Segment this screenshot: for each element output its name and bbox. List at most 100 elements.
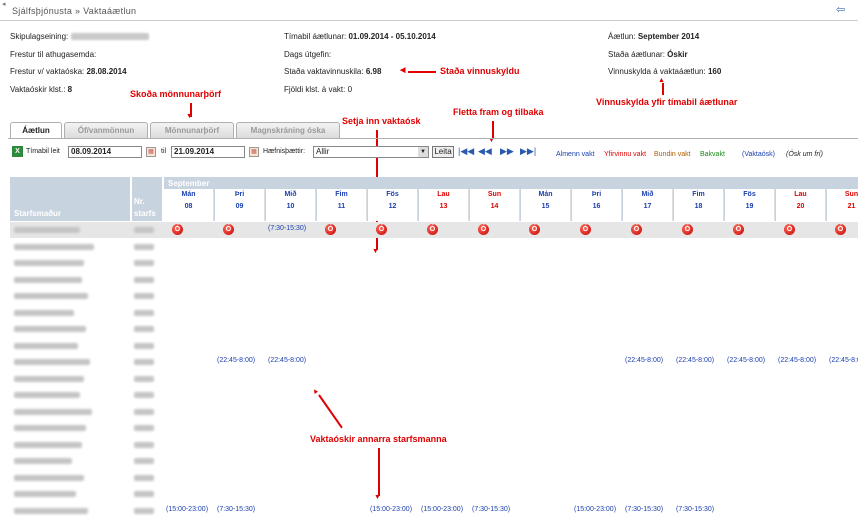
- employee-number-redacted: [134, 375, 154, 382]
- day-number: 09: [235, 203, 244, 210]
- no-entry-icon[interactable]: Ó: [835, 224, 846, 235]
- last-page-icon[interactable]: ▶▶|: [520, 146, 537, 156]
- no-entry-icon[interactable]: Ó: [784, 224, 795, 235]
- no-entry-icon[interactable]: Ó: [733, 224, 744, 235]
- shift-request[interactable]: (22:45-8:00): [268, 357, 307, 364]
- day-number: 20: [796, 203, 805, 210]
- shift-request[interactable]: (7:30-15:30): [625, 505, 664, 513]
- shift-request[interactable]: (7:30-15:30): [472, 505, 511, 513]
- employee-number-redacted: [134, 425, 154, 431]
- employee-name-redacted: [14, 474, 84, 481]
- day-name: Fös: [386, 191, 399, 198]
- tab-over-under-staffing[interactable]: Óf/vanmönnun: [64, 122, 148, 138]
- no-entry-icon[interactable]: Ó: [427, 224, 438, 235]
- table-row: [10, 453, 858, 469]
- staffing-arrow-head: ▼: [186, 113, 193, 120]
- employee-number-redacted: [134, 243, 154, 250]
- day-number: 08: [184, 203, 193, 210]
- day-number: 21: [847, 203, 856, 210]
- to-date-input[interactable]: 21.09.2014: [171, 146, 245, 158]
- excel-export-icon[interactable]: X: [12, 146, 23, 157]
- to-calendar-icon[interactable]: ▦: [249, 147, 259, 157]
- day-header: Mið 10: [266, 189, 316, 221]
- navigate-arrow: [492, 121, 494, 139]
- unit-row: Skipulagseining:: [10, 32, 149, 41]
- day-name: Mið: [641, 191, 654, 198]
- no-entry-icon[interactable]: Ó: [631, 224, 642, 235]
- table-row: [10, 387, 858, 403]
- day-name: Fös: [743, 191, 756, 198]
- workload-status-value: 6.98: [365, 67, 382, 76]
- from-date-input[interactable]: 08.09.2014: [68, 146, 142, 158]
- chevron-down-icon[interactable]: ▼: [418, 147, 428, 157]
- shift-request[interactable]: (15:00-23:00): [370, 505, 413, 513]
- no-entry-icon[interactable]: Ó: [682, 224, 693, 235]
- hours-on-shift-row: Fjöldi klst. á vakt: 0: [284, 85, 352, 94]
- day-header: Fim 18: [674, 189, 724, 221]
- employee-name-redacted: [14, 359, 90, 365]
- next-page-icon[interactable]: ▶▶: [500, 146, 514, 156]
- tab-bulk-requests[interactable]: Magnskráning óska: [236, 122, 340, 138]
- day-name: Lau: [437, 191, 450, 198]
- day-number: 11: [337, 203, 346, 210]
- employee-name-redacted: [14, 425, 86, 431]
- employee-number-redacted: [134, 359, 154, 365]
- day-number: 10: [286, 203, 295, 210]
- legend-day-off: (Ósk um frí): [786, 151, 823, 158]
- tab-staffing-need[interactable]: Mönnunarþörf: [150, 122, 234, 138]
- shift-request[interactable]: (15:00-23:00): [421, 505, 464, 513]
- annotation-insert-request: Setja inn vaktaósk: [342, 116, 421, 126]
- annotation-others-requests: Vaktaóskir annarra starfsmanna: [310, 434, 447, 444]
- shift-request[interactable]: (22:45-8:00): [778, 357, 817, 364]
- no-entry-icon[interactable]: Ó: [325, 224, 336, 235]
- day-name: Þri: [591, 191, 602, 198]
- exit-icon[interactable]: ⇦: [836, 4, 846, 16]
- day-name: Fim: [692, 191, 705, 198]
- tab-divider: [8, 138, 858, 139]
- shift-request[interactable]: (15:00-23:00): [574, 505, 617, 513]
- day-number: 18: [694, 203, 703, 210]
- shift-request[interactable]: (7:30-15:30): [217, 505, 256, 513]
- previous-page-icon[interactable]: ◀◀: [478, 146, 492, 156]
- table-row: [10, 437, 858, 453]
- shift-request[interactable]: (22:45-8:00): [625, 357, 664, 364]
- period-value: 01.09.2014 - 05.10.2014: [348, 32, 436, 41]
- employee-number-redacted: [134, 441, 154, 448]
- employee-name-redacted: [14, 491, 76, 497]
- table-row: (15:00-23:00) (7:30-15:30) (15:00-23:00) (1…: [10, 503, 858, 519]
- back-arrow-icon[interactable]: ◂: [2, 1, 6, 8]
- no-entry-icon[interactable]: Ó: [580, 224, 591, 235]
- day-name: Mið: [284, 191, 297, 198]
- no-entry-icon[interactable]: Ó: [172, 224, 183, 235]
- no-entry-icon[interactable]: Ó: [529, 224, 540, 235]
- shift-request[interactable]: (22:45-8:00): [217, 357, 256, 364]
- breadcrumb: Sjálfsþjónusta » Vaktaáætlun: [12, 6, 137, 16]
- shift-request[interactable]: (22:45-8:00): [829, 357, 858, 364]
- employee-number-redacted: [134, 458, 154, 464]
- employee-number-redacted: [134, 227, 154, 233]
- from-calendar-icon[interactable]: ▦: [146, 147, 156, 157]
- tab-plan[interactable]: Áætlun: [10, 122, 62, 139]
- table-row: [10, 420, 858, 436]
- first-page-icon[interactable]: |◀◀: [458, 146, 475, 156]
- shift-request[interactable]: (22:45-8:00): [727, 357, 766, 364]
- duty-label: Vinnuskylda á vaktaáætlun:: [608, 67, 706, 76]
- shift-request[interactable]: (22:45-8:00): [676, 357, 715, 364]
- employee-name-redacted: [14, 375, 84, 382]
- qualification-select[interactable]: Allir▼: [313, 146, 429, 158]
- day-header: Fim 11: [317, 189, 367, 221]
- no-entry-icon[interactable]: Ó: [478, 224, 489, 235]
- table-row: [10, 404, 858, 420]
- no-entry-icon[interactable]: Ó: [376, 224, 387, 235]
- no-entry-icon[interactable]: Ó: [223, 224, 234, 235]
- day-name: Fim: [335, 191, 348, 198]
- number-header-2: starfs: [134, 209, 156, 218]
- shift-request[interactable]: (7:30-15:30): [676, 505, 715, 513]
- shift-request[interactable]: (15:00-23:00): [166, 505, 209, 513]
- search-button[interactable]: Leita: [432, 146, 454, 158]
- qualification-label: Hæfnisþættir:: [263, 148, 306, 155]
- employee-number-redacted: [134, 276, 154, 283]
- shift-request[interactable]: (7:30-15:30): [268, 225, 307, 232]
